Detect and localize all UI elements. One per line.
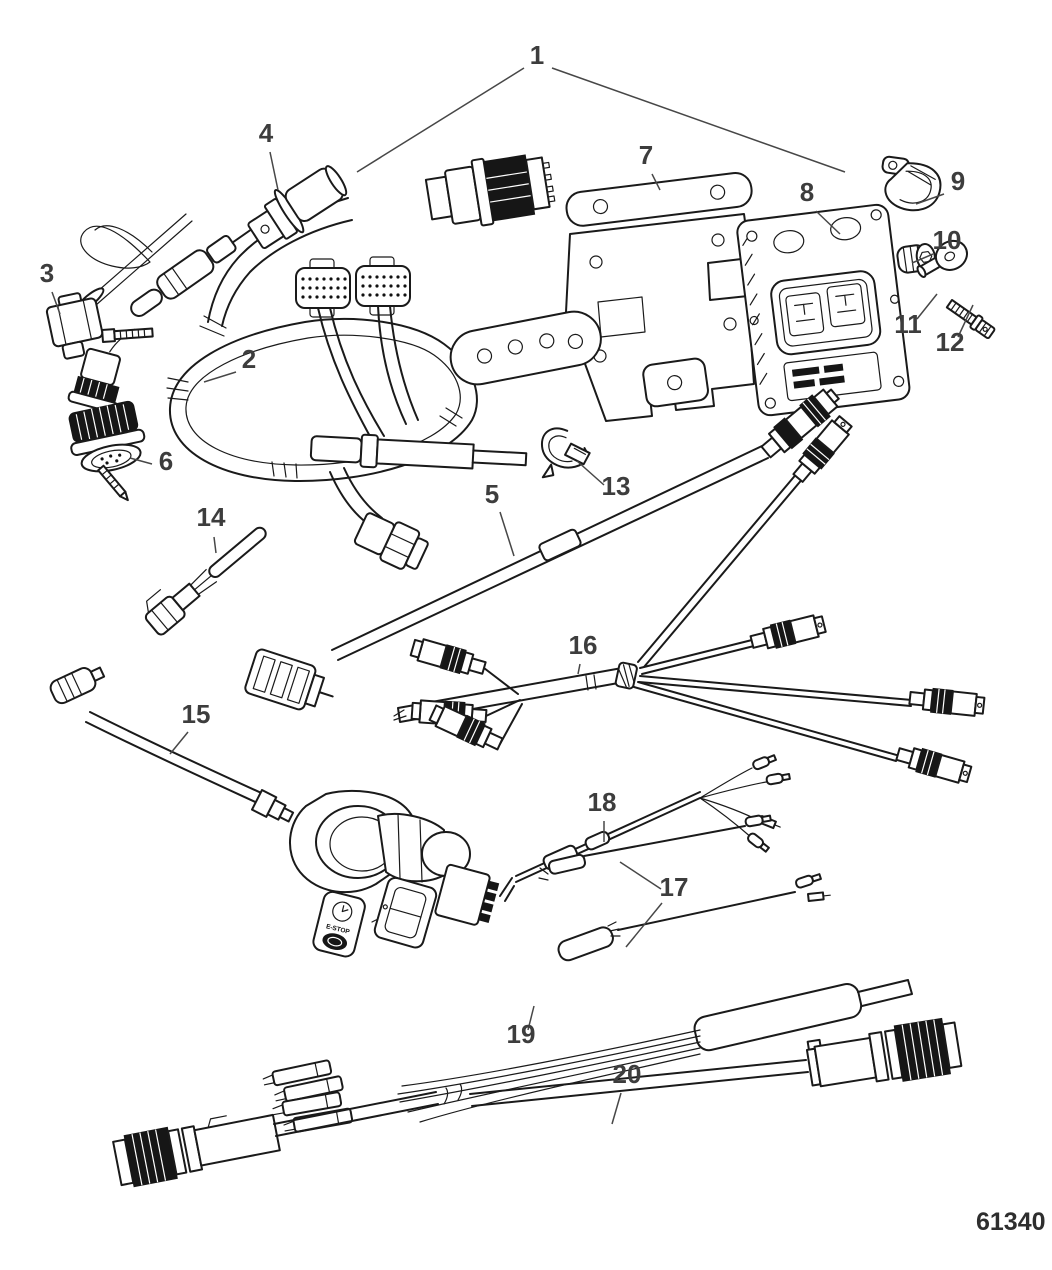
part-19-terminals xyxy=(272,1091,354,1133)
part-5-socket xyxy=(244,648,334,711)
part-14-jumper-lead xyxy=(144,526,267,636)
leader-line-6 xyxy=(129,457,153,465)
drawing-number: 61340 xyxy=(976,1208,1046,1236)
part-16-connector xyxy=(792,415,853,483)
callout-1: 1 xyxy=(530,40,544,70)
part-15-rocker-switch xyxy=(373,876,438,949)
callout-6: 6 xyxy=(159,446,173,476)
part-3-bolt xyxy=(101,327,154,343)
part-7-strap-plate xyxy=(449,310,602,386)
callout-19: 19 xyxy=(507,1019,536,1049)
callout-16: 16 xyxy=(569,630,598,660)
part-7-bracket xyxy=(449,171,755,422)
part-2-round-connector xyxy=(424,154,556,227)
callout-7: 7 xyxy=(639,140,653,170)
leader-line-13 xyxy=(576,460,605,486)
callout-14: 14 xyxy=(197,502,226,532)
part-16-connector xyxy=(428,704,504,751)
part-2-branch-connector xyxy=(353,512,429,570)
part-2-connector-end xyxy=(67,328,136,414)
callout-20: 20 xyxy=(613,1059,642,1089)
part-16-connector xyxy=(749,614,827,650)
leader-line-2 xyxy=(203,371,237,383)
part-16-harness xyxy=(393,415,986,784)
callout-11: 11 xyxy=(894,309,922,339)
part-20-extension-cable xyxy=(112,1017,963,1188)
part-2-pin-connector-b xyxy=(355,256,411,316)
leader-line-10 xyxy=(911,253,934,264)
part-2-inline-fuse xyxy=(130,225,257,317)
part-3-connector xyxy=(45,292,154,360)
callout-2: 2 xyxy=(242,344,256,374)
part-17-jumper-wires xyxy=(538,814,831,962)
part-18-connector xyxy=(434,863,500,926)
leader-line-1 xyxy=(551,67,846,173)
callout-18: 18 xyxy=(588,787,617,817)
leader-line-5 xyxy=(499,511,515,557)
part-19-battery-leads xyxy=(262,979,913,1133)
callout-12: 12 xyxy=(936,327,965,357)
callout-15: 15 xyxy=(182,699,211,729)
part-16-connector xyxy=(409,638,487,675)
callout-10: 10 xyxy=(933,225,962,255)
leader-line-4 xyxy=(269,151,279,191)
leader-line-19 xyxy=(527,1005,535,1031)
part-6-cap-connector xyxy=(68,400,146,502)
callout-13: 13 xyxy=(602,471,631,501)
part-8-ecm-module xyxy=(736,203,911,417)
part-15-placard: E-STOP xyxy=(312,890,366,958)
leader-line-14 xyxy=(213,536,217,554)
part-13-clip xyxy=(541,427,591,479)
leader-line-12 xyxy=(957,304,974,338)
leader-line-20 xyxy=(611,1092,622,1125)
leader-line-17 xyxy=(619,861,662,890)
callout-3: 3 xyxy=(40,258,54,288)
callout-8: 8 xyxy=(800,177,814,207)
part-5-plug xyxy=(760,388,840,459)
part-15-estop-switch: E-STOP xyxy=(49,666,471,958)
part-2-pin-connector-a xyxy=(295,258,351,318)
callout-4: 4 xyxy=(259,118,274,148)
leader-line-11 xyxy=(916,293,938,320)
part-15-lanyard-cap xyxy=(49,666,106,705)
callout-5: 5 xyxy=(485,479,499,509)
callout-9: 9 xyxy=(951,166,965,196)
callout-17: 17 xyxy=(660,872,689,902)
leader-line-7 xyxy=(651,173,661,191)
leader-line-1 xyxy=(356,67,525,173)
part-4-sensor xyxy=(247,165,348,249)
part-12-bolt xyxy=(945,299,996,340)
part-2-fuse-holder xyxy=(309,433,528,470)
part-5-cable xyxy=(244,388,840,711)
leader-line-8 xyxy=(815,210,841,235)
leader-line-15 xyxy=(169,731,189,755)
leader-line-16 xyxy=(577,663,581,675)
leader-line-3 xyxy=(51,291,61,315)
part-2-main-harness xyxy=(67,154,556,570)
part-16-connector xyxy=(908,687,986,717)
part-9-clamp xyxy=(881,155,942,212)
part-20-plug-right xyxy=(805,1017,963,1088)
part-11-washer xyxy=(916,239,968,278)
part-20-plug-left xyxy=(112,1113,281,1188)
leader-line-17 xyxy=(625,902,663,948)
part-16-connector xyxy=(895,747,973,784)
leader-line-9 xyxy=(915,193,945,205)
